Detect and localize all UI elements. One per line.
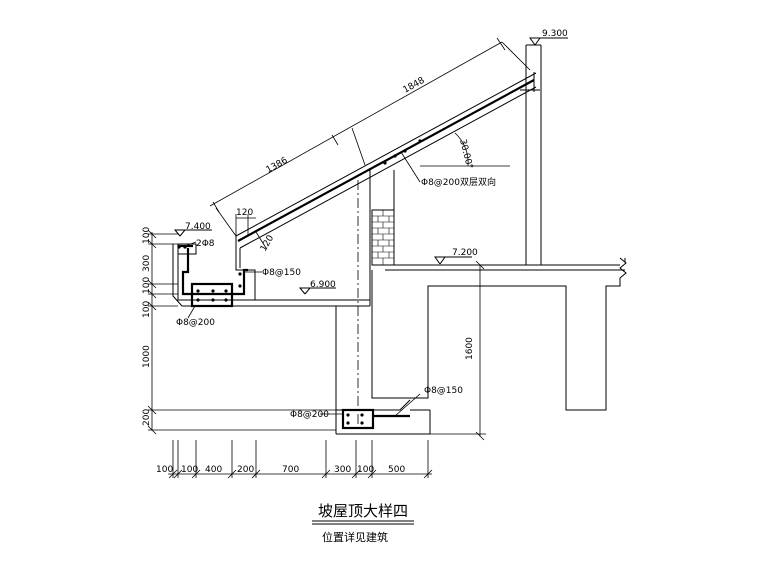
hdim-3: 400 — [205, 465, 222, 475]
hdim-5: 700 — [282, 465, 299, 475]
elevation-7400-text: 7.400 — [185, 222, 211, 232]
rebar-dot — [360, 421, 364, 425]
rebar-dot — [418, 139, 422, 143]
slab-rebar-label: Φ8@200双层双向 — [421, 176, 496, 188]
elevation-9300: 9.300 — [529, 29, 568, 46]
dim-120-top: 120 — [236, 208, 253, 218]
angle-annotation: 30.00° — [420, 132, 510, 170]
title-text: 坡屋顶大样四 — [318, 502, 408, 520]
bottom-dimension-chain: 100 100 400 200 700 300 100 500 — [156, 440, 433, 479]
drawing-title: 坡屋顶大样四 位置详见建筑 — [312, 502, 414, 544]
vdim-6: 200 — [142, 409, 152, 426]
left-dimension-chain: 100 300 100 100 1000 200 — [142, 227, 340, 435]
eave-labels: 7.400 2Φ8 Φ8@150 Φ8@200 120 120 — [173, 208, 301, 328]
vdim-5: 1000 — [142, 345, 152, 368]
lower-frame: Φ8@150 Φ8@200 — [290, 278, 621, 435]
length-1848: 1848 — [402, 76, 427, 96]
rebar-dot — [393, 154, 397, 158]
rebar-dot — [196, 298, 200, 302]
rebar-d8-200-b-label: Φ8@200 — [290, 410, 329, 420]
rebar-d8-150-b-label: Φ8@150 — [424, 386, 463, 396]
rebar-2d8-label: 2Φ8 — [196, 239, 215, 249]
rebar-d8-150-a-label: Φ8@150 — [262, 268, 301, 278]
hdim-6: 300 — [334, 465, 351, 475]
subtitle-text: 位置详见建筑 — [322, 530, 388, 544]
rebar-dot — [403, 149, 407, 153]
rebar-dot — [238, 284, 242, 288]
rebar-dot — [224, 298, 228, 302]
elevation-6900-text: 6.900 — [310, 280, 336, 290]
rebar-dot — [360, 413, 364, 417]
hdim-2: 100 — [181, 465, 198, 475]
rebar-dot — [346, 421, 350, 425]
angle-text: 30.00° — [457, 138, 474, 170]
hdim-8: 500 — [388, 465, 405, 475]
vdim-3: 100 — [142, 277, 152, 294]
parapet-wall — [520, 44, 542, 265]
dim-1600: 1600 — [430, 260, 486, 441]
rebar-dot — [211, 298, 215, 302]
vdim-1: 100 — [142, 227, 152, 244]
rebar-dot — [211, 289, 215, 293]
rebar-dot — [238, 272, 242, 276]
inclined-roof-slab — [235, 72, 537, 249]
slab-rebar-callout: Φ8@200双层双向 — [400, 151, 496, 188]
floor-slab-7200: 7.200 — [371, 248, 627, 292]
rebar-dot — [224, 289, 228, 293]
vdim-4: 100 — [142, 301, 152, 318]
rebar-d8-200-a-label: Φ8@200 — [176, 318, 215, 328]
slab-rebar-dots — [383, 139, 422, 165]
masonry-wall — [371, 170, 395, 266]
dim-1600-text: 1600 — [465, 337, 475, 360]
rebar-dot — [196, 289, 200, 293]
hdim-7: 100 — [357, 465, 374, 475]
lower-slab: 6.900 — [248, 170, 371, 307]
length-1386: 1386 — [265, 156, 290, 176]
rebar-dot — [346, 413, 350, 417]
elevation-7200-text: 7.200 — [452, 248, 478, 258]
elevation-9300-text: 9.300 — [542, 29, 568, 39]
hdim-4: 200 — [237, 465, 254, 475]
hdim-1: 100 — [156, 465, 173, 475]
vdim-2: 300 — [142, 255, 152, 272]
rebar-dot — [383, 161, 387, 165]
